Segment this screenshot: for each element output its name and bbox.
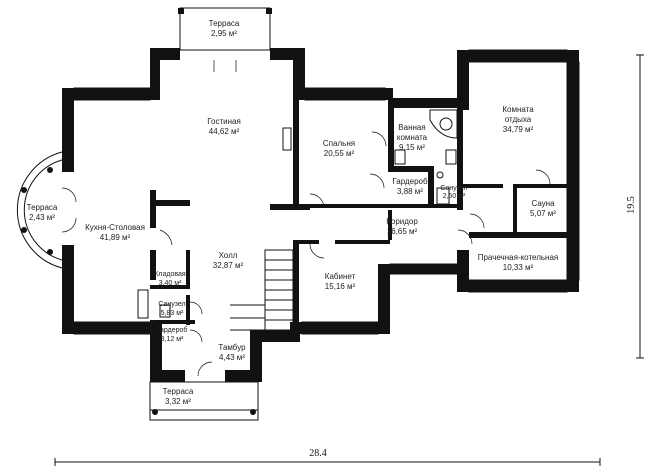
fireplace	[282, 127, 292, 151]
terrace-bottom-structure	[149, 381, 259, 421]
room-name-terrace-bottom: Терраса	[163, 387, 194, 396]
room-name-bathroom-1: Ванная	[398, 123, 425, 132]
room-name-pantry: Кладовая	[154, 271, 186, 278]
room-name-terrace-left: Терраса	[27, 203, 58, 212]
room-area-laundry: 10,33 м²	[503, 263, 534, 272]
room-name-living: Гостиная	[207, 117, 241, 126]
room-area-terrace-bottom: 3,32 м²	[165, 397, 191, 406]
exterior-walls	[62, 48, 579, 382]
room-area-wardrobe2: 3,12 м²	[161, 336, 184, 343]
room-name-wardrobe: Гардероб	[392, 177, 428, 186]
room-name-bedroom: Спальня	[323, 139, 355, 148]
room-name-sauna: Сауна	[531, 199, 555, 208]
room-name-bathroom-2: комната	[397, 133, 428, 142]
doors	[61, 131, 551, 377]
room-name-terrace-top: Терраса	[209, 19, 240, 28]
dimension-width: 28.4	[54, 448, 601, 466]
dimension-height: 19.5	[626, 54, 644, 359]
width-label: 28.4	[309, 448, 327, 459]
room-area-wardrobe: 3,88 м²	[397, 187, 423, 196]
room-area-hall: 32,87 м²	[213, 261, 244, 270]
terrace-top-structure	[178, 7, 272, 72]
room-area-sauna: 5,07 м²	[530, 209, 556, 218]
room-area-office: 15,16 м²	[325, 282, 356, 291]
window-outlines	[73, 49, 580, 335]
room-area-bathroom: 9,15 м²	[399, 143, 425, 152]
room-area-terrace-left: 2,43 м²	[29, 213, 55, 222]
staircase	[230, 249, 294, 331]
room-labels: Терраса 2,95 м² Гостиная 44,62 м² Спальн…	[27, 19, 559, 406]
room-name-laundry: Прачечная-котельная	[478, 253, 559, 262]
room-area-living: 44,62 м²	[209, 127, 240, 136]
bath-fixtures	[137, 109, 458, 319]
room-name-wardrobe2: Гардероб	[157, 326, 188, 334]
room-name-wc2: Санузел	[158, 301, 185, 308]
room-area-rest: 34,79 м²	[503, 125, 534, 134]
room-name-wc: Санузел	[440, 185, 467, 192]
room-name-kitchen: Кухня-Столовая	[85, 223, 145, 232]
room-name-rest-1: Комната	[502, 105, 534, 114]
room-area-terrace-top: 2,95 м²	[211, 29, 237, 38]
interior-walls	[150, 100, 569, 330]
room-name-rest-2: отдыха	[505, 115, 532, 124]
room-area-vestibule: 4,43 м²	[219, 353, 245, 362]
room-area-bedroom: 20,55 м²	[324, 149, 355, 158]
room-area-wc2: 5,83 м²	[161, 310, 184, 317]
room-area-corridor: 16,65 м²	[387, 227, 418, 236]
room-area-wc: 2,50 м²	[443, 193, 466, 200]
room-name-hall: Холл	[219, 251, 238, 260]
room-name-corridor: Коридор	[386, 217, 418, 226]
room-area-pantry: 3,40 м²	[159, 280, 182, 287]
room-name-office: Кабинет	[325, 272, 356, 281]
room-name-vestibule: Тамбур	[218, 343, 246, 352]
terrace-left-structure	[16, 150, 74, 269]
height-label: 19.5	[626, 196, 637, 214]
room-area-kitchen: 41,89 м²	[100, 233, 131, 242]
